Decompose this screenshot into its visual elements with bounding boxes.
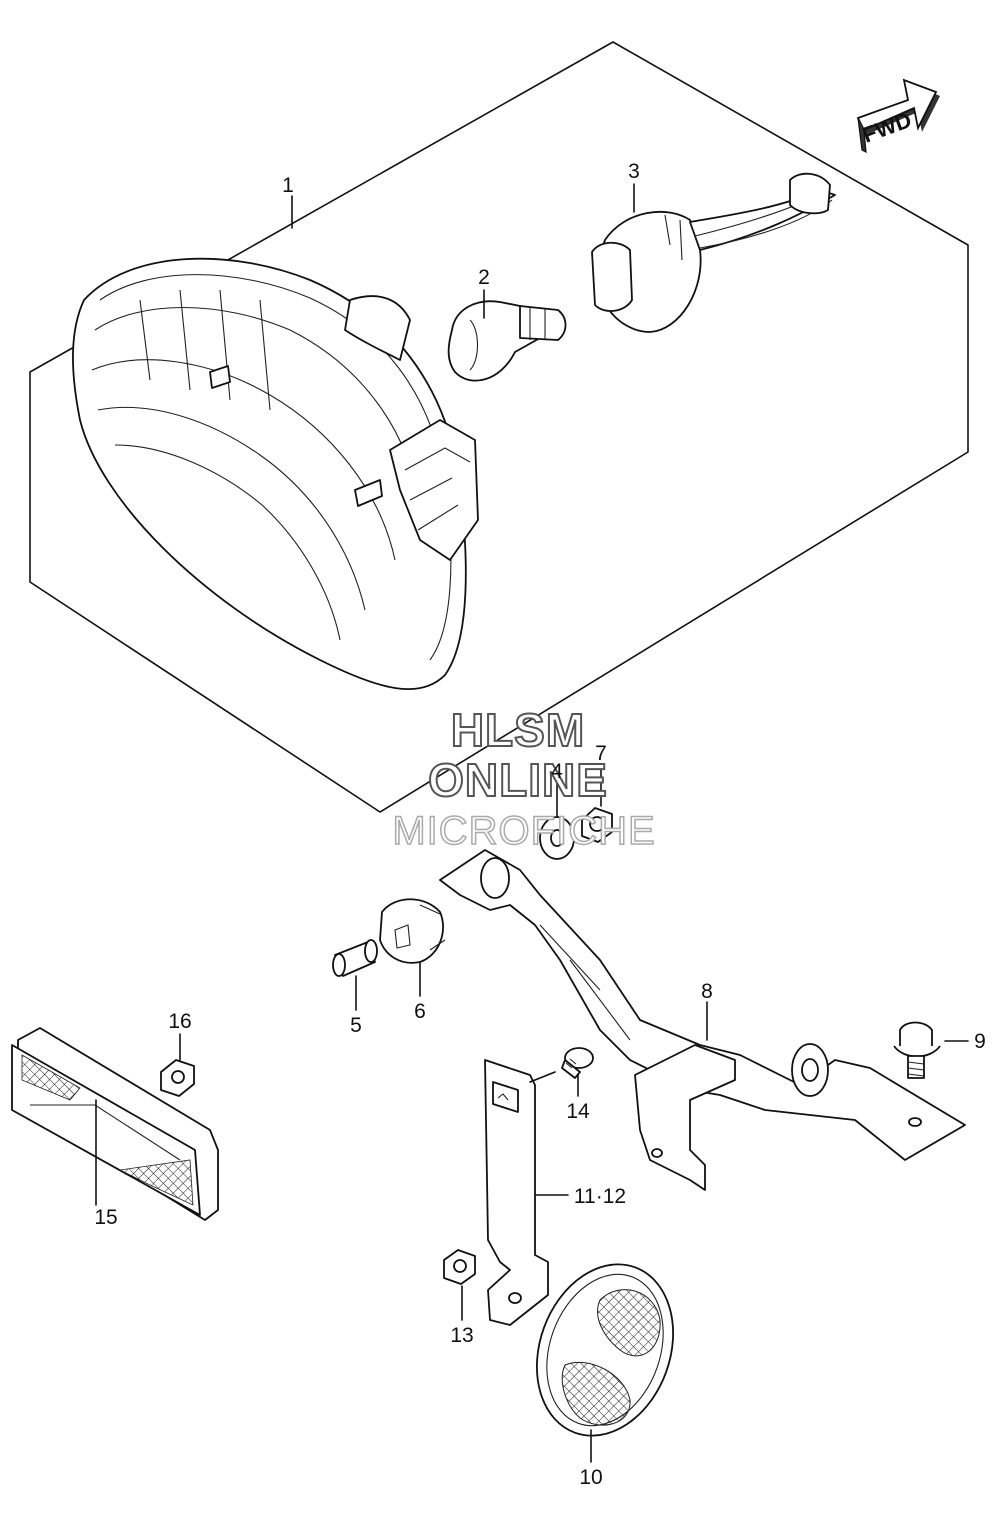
callout-13: 13 (450, 1324, 473, 1347)
callout-3: 3 (628, 160, 640, 183)
nut-13 (443, 1249, 476, 1285)
rectangular-reflector (11, 1027, 219, 1221)
grommet (379, 898, 446, 964)
callout-6: 6 (414, 1000, 426, 1023)
nut (581, 807, 613, 843)
callout-16: 16 (168, 1010, 191, 1033)
watermark-line-1: HLSM (451, 704, 585, 756)
callout-7: 7 (595, 742, 607, 765)
callout-2: 2 (478, 266, 490, 289)
collar (332, 939, 378, 977)
round-reflector (536, 1263, 674, 1437)
nut-16 (160, 1059, 195, 1097)
tail-lamp-housing (72, 257, 479, 691)
washer (539, 816, 575, 860)
reflector-bracket (484, 1059, 549, 1326)
callout-14: 14 (566, 1100, 590, 1123)
fwd-arrow-icon: FWD (856, 78, 940, 154)
mounting-bracket (439, 849, 966, 1191)
watermark-line-2: ONLINE (428, 754, 608, 806)
callouts: 1 2 3 4 5 6 7 8 9 10 11·12 13 14 15 16 (94, 160, 986, 1489)
bulb-socket (591, 172, 836, 333)
callout-11-12: 11·12 (574, 1185, 626, 1208)
bulb (447, 300, 567, 382)
flange-bolt (893, 1021, 941, 1079)
screw (561, 1047, 594, 1079)
callout-8: 8 (701, 980, 713, 1003)
callout-10: 10 (579, 1466, 602, 1489)
fwd-label: FWD (859, 107, 915, 148)
callout-9: 9 (974, 1030, 986, 1053)
callout-4: 4 (551, 760, 563, 783)
watermark-line-3: MICROFICHE (392, 809, 655, 853)
assembly-outline (29, 41, 969, 813)
callout-1: 1 (282, 174, 294, 197)
callout-5: 5 (350, 1014, 362, 1037)
watermark: HLSM ONLINE MICROFICHE (392, 703, 656, 854)
callout-15: 15 (94, 1206, 117, 1229)
leader-14b (529, 1071, 556, 1083)
